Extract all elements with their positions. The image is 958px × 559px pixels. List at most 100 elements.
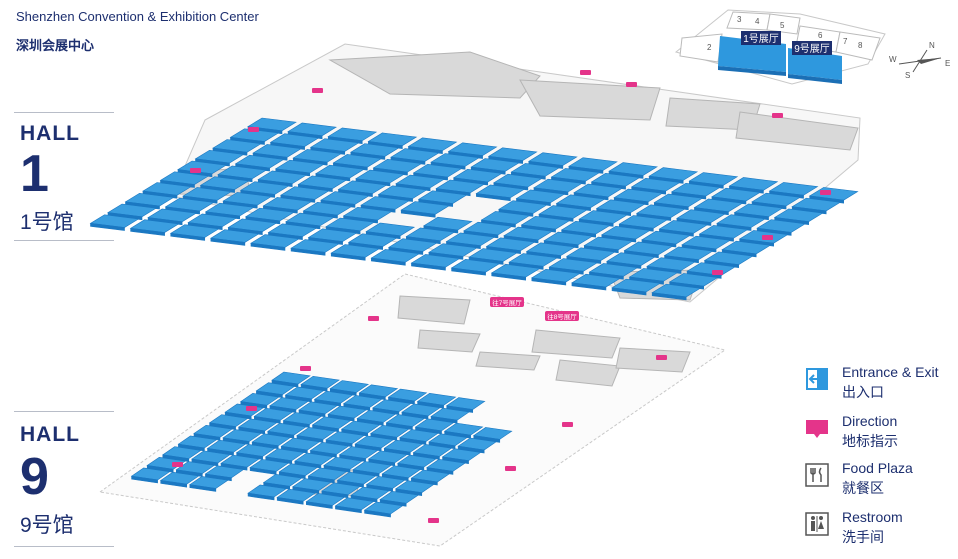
- direction-tag: [248, 127, 259, 132]
- venue-title: Shenzhen Convention & Exhibition Center: [16, 9, 259, 24]
- booth: [636, 213, 672, 221]
- booth: [303, 210, 338, 219]
- minimap: 1号展厅 9号展厅 2 3 4 5 6 7 8: [674, 9, 886, 85]
- booth: [503, 235, 539, 244]
- booth: [413, 172, 448, 181]
- direction-tag: [562, 422, 573, 427]
- booth: [350, 151, 386, 160]
- minimap-number: 8: [858, 41, 863, 50]
- booth: [498, 208, 534, 217]
- direction-tag: [428, 518, 439, 523]
- booth: [591, 181, 626, 190]
- booth: [348, 241, 384, 250]
- booth: [292, 157, 328, 166]
- booth: [290, 247, 326, 256]
- booth: [408, 146, 443, 154]
- booth: [694, 207, 729, 216]
- booth: [142, 190, 178, 199]
- booth: [217, 174, 253, 183]
- booth: [699, 233, 734, 242]
- compass-needle: [917, 58, 941, 64]
- booth: [310, 146, 346, 155]
- legend-label-cn: 洗手间: [842, 529, 884, 545]
- booth: [596, 208, 632, 216]
- booth: [481, 219, 516, 228]
- booth: [533, 187, 569, 196]
- booth: [686, 270, 722, 279]
- booth: [721, 249, 757, 258]
- hall-1-booths: [89, 117, 859, 301]
- booth: [646, 265, 682, 274]
- booth: [330, 252, 366, 261]
- booth: [511, 171, 546, 180]
- hall-number: 9: [20, 448, 49, 506]
- hall-name-cn: 9号馆: [20, 514, 74, 537]
- minimap-hall-1-label: 1号展厅: [743, 33, 779, 45]
- venue-title-cn: 深圳会展中心: [16, 38, 95, 53]
- booth: [418, 198, 454, 207]
- booth: [734, 212, 769, 221]
- booth: [275, 168, 311, 177]
- service-area: [615, 347, 691, 373]
- booth: [130, 227, 165, 236]
- booth: [751, 201, 787, 210]
- booth: [378, 194, 413, 202]
- booth: [205, 473, 232, 482]
- booth: [468, 256, 504, 265]
- booth: [451, 267, 486, 276]
- booth: [365, 231, 401, 240]
- booth: [608, 170, 644, 179]
- booth: [531, 277, 567, 286]
- hall-9-label: HALL 9 9号馆: [14, 411, 114, 548]
- booth: [566, 256, 602, 264]
- booth: [222, 200, 258, 209]
- booth: [371, 257, 406, 266]
- hall-word: HALL: [20, 122, 80, 145]
- booth: [343, 215, 378, 224]
- minimap-hall-9-side: [788, 74, 842, 84]
- booth: [606, 260, 642, 269]
- minimap-number: 4: [755, 17, 760, 26]
- booth: [704, 260, 739, 269]
- booth: [210, 237, 246, 246]
- hall-1-direction-tags: [190, 70, 831, 275]
- direction-tag: [712, 270, 723, 275]
- booth: [476, 193, 511, 202]
- minimap-hall-9-tag: [792, 41, 832, 55]
- booth: [390, 156, 426, 165]
- booth: [252, 152, 288, 161]
- booth: [90, 223, 125, 231]
- minimap-cell: [766, 13, 801, 35]
- booth: [355, 178, 391, 187]
- booth: [430, 161, 466, 170]
- booth: [247, 492, 275, 501]
- compass-n: N: [929, 41, 935, 50]
- booth: [315, 173, 351, 182]
- hall-1-floor: [89, 43, 861, 303]
- booth: [257, 179, 293, 188]
- booth: [335, 505, 362, 514]
- booth: [276, 497, 304, 505]
- minimap-number: 3: [737, 15, 742, 24]
- booth: [368, 141, 403, 150]
- booth: [538, 213, 574, 222]
- booth: [613, 197, 649, 206]
- booth: [611, 287, 647, 296]
- booth: [442, 456, 469, 465]
- booth: [791, 206, 827, 215]
- booth: [573, 192, 609, 201]
- booth: [245, 216, 281, 225]
- booth: [669, 281, 704, 290]
- booth: [250, 242, 286, 251]
- booth: [308, 237, 343, 245]
- booth: [423, 225, 459, 234]
- booth: [205, 211, 241, 220]
- booth: [147, 217, 183, 226]
- booth: [601, 234, 637, 243]
- booth: [268, 232, 303, 240]
- booth: [240, 189, 276, 198]
- compass-w: W: [889, 55, 897, 64]
- booth: [287, 131, 323, 140]
- direction-icon: [806, 420, 828, 438]
- booth: [327, 136, 363, 145]
